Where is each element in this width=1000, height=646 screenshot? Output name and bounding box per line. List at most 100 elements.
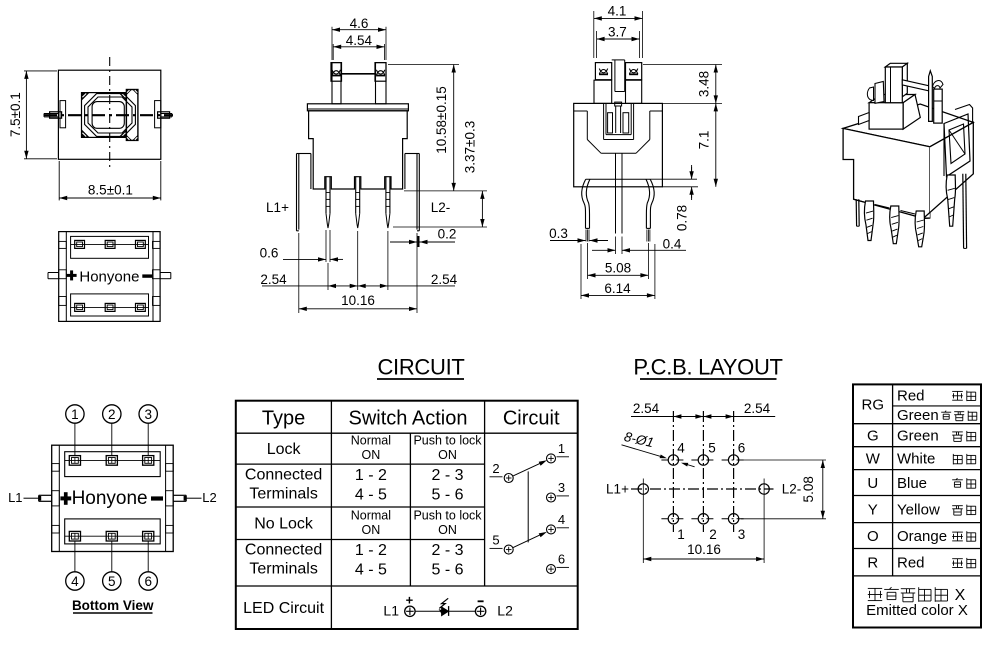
svg-text:Circuit: Circuit (503, 408, 560, 430)
svg-text:Green: Green (897, 407, 939, 424)
svg-text:3: 3 (558, 480, 565, 495)
svg-text:Terminals: Terminals (249, 486, 317, 503)
svg-text:ON: ON (362, 523, 381, 537)
svg-text:2 - 3: 2 - 3 (431, 467, 463, 484)
svg-text:Bottom View: Bottom View (72, 598, 154, 613)
svg-text:5 - 6: 5 - 6 (431, 487, 463, 504)
svg-text:O: O (867, 528, 879, 545)
svg-text:Emitted color X: Emitted color X (866, 602, 968, 619)
svg-text:CIRCUIT: CIRCUIT (377, 355, 464, 380)
svg-text:Blue: Blue (897, 475, 927, 492)
svg-text:White: White (897, 451, 935, 468)
svg-text:L1: L1 (383, 602, 399, 618)
svg-text:5.08: 5.08 (605, 261, 631, 276)
svg-text:0.6: 0.6 (260, 246, 279, 261)
svg-text:U: U (867, 475, 878, 492)
svg-text:L2-: L2- (431, 200, 451, 215)
svg-text:2.54: 2.54 (431, 272, 458, 287)
svg-text:ON: ON (438, 448, 457, 462)
svg-text:Red: Red (897, 555, 925, 572)
svg-text:1: 1 (677, 527, 685, 542)
svg-text:6: 6 (144, 574, 152, 589)
svg-text:10.58±0.15: 10.58±0.15 (434, 86, 449, 153)
svg-text:4.6: 4.6 (350, 16, 369, 31)
svg-text:4: 4 (677, 441, 685, 456)
svg-text:3.37±0.3: 3.37±0.3 (463, 121, 478, 173)
svg-text:L1+: L1+ (606, 482, 629, 497)
svg-text:L1+: L1+ (266, 200, 289, 215)
svg-text:3: 3 (144, 407, 152, 422)
svg-text:Connected: Connected (245, 542, 322, 559)
svg-text:Normal: Normal (351, 509, 391, 523)
svg-text:5 - 6: 5 - 6 (431, 562, 463, 579)
svg-text:L1: L1 (8, 490, 22, 505)
svg-text:Normal: Normal (351, 434, 391, 448)
svg-text:G: G (867, 428, 879, 445)
svg-text:Orange: Orange (897, 528, 947, 545)
svg-text:1: 1 (71, 407, 79, 422)
svg-text:2.54: 2.54 (260, 272, 287, 287)
svg-text:X: X (955, 587, 966, 604)
svg-text:Push to lock: Push to lock (413, 434, 482, 448)
svg-text:Lock: Lock (267, 441, 302, 458)
svg-text:Connected: Connected (245, 467, 322, 484)
svg-text:1 - 2: 1 - 2 (355, 542, 387, 559)
svg-text:Yellow: Yellow (897, 501, 940, 518)
svg-text:Honyone: Honyone (72, 488, 148, 509)
svg-text:5: 5 (108, 574, 116, 589)
svg-text:No Lock: No Lock (254, 516, 314, 533)
svg-text:4.54: 4.54 (346, 33, 373, 48)
svg-text:2: 2 (709, 527, 717, 542)
svg-text:7.1: 7.1 (697, 131, 712, 150)
svg-text:1 - 2: 1 - 2 (355, 467, 387, 484)
svg-text:Switch Action: Switch Action (349, 408, 468, 430)
svg-text:2.54: 2.54 (744, 401, 771, 416)
svg-text:0.3: 0.3 (549, 226, 568, 241)
svg-text:Red: Red (897, 387, 925, 404)
svg-text:Honyone: Honyone (79, 268, 139, 285)
svg-text:L2-: L2- (782, 482, 802, 497)
svg-text:0.2: 0.2 (438, 227, 457, 242)
svg-text:5.08: 5.08 (801, 476, 816, 502)
svg-text:1: 1 (558, 441, 565, 456)
svg-text:ON: ON (362, 448, 381, 462)
svg-text:10.16: 10.16 (341, 293, 375, 308)
svg-text:Terminals: Terminals (249, 561, 317, 578)
svg-text:R: R (867, 555, 878, 572)
svg-text:0.4: 0.4 (663, 237, 682, 252)
svg-text:L2: L2 (202, 490, 216, 505)
svg-text:2 - 3: 2 - 3 (431, 542, 463, 559)
svg-text:ON: ON (438, 523, 457, 537)
svg-text:P.C.B. LAYOUT: P.C.B. LAYOUT (633, 355, 782, 380)
svg-text:4: 4 (71, 574, 79, 589)
svg-text:5: 5 (492, 533, 499, 548)
svg-text:8.5±0.1: 8.5±0.1 (88, 183, 133, 198)
svg-text:10.16: 10.16 (687, 542, 721, 557)
svg-text:6.14: 6.14 (604, 281, 631, 296)
svg-text:5: 5 (708, 441, 716, 456)
svg-text:4: 4 (558, 512, 565, 527)
svg-text:L2: L2 (497, 602, 513, 618)
svg-text:W: W (866, 451, 881, 468)
svg-text:6: 6 (558, 552, 565, 567)
svg-text:7.5±0.1: 7.5±0.1 (8, 92, 23, 137)
svg-text:3: 3 (738, 527, 746, 542)
svg-text:Green: Green (897, 428, 939, 445)
svg-text:2.54: 2.54 (633, 401, 660, 416)
svg-text:0.78: 0.78 (675, 205, 690, 231)
svg-text:Push to lock: Push to lock (413, 509, 482, 523)
svg-text:3.7: 3.7 (608, 25, 627, 40)
svg-text:2: 2 (492, 461, 499, 476)
svg-text:4 - 5: 4 - 5 (355, 487, 387, 504)
svg-text:LED Circuit: LED Circuit (243, 600, 324, 617)
svg-text:2: 2 (108, 407, 116, 422)
svg-text:Y: Y (868, 501, 878, 518)
svg-text:4 - 5: 4 - 5 (355, 562, 387, 579)
svg-text:Type: Type (262, 408, 305, 430)
svg-text:3.48: 3.48 (697, 71, 712, 97)
svg-text:6: 6 (738, 441, 746, 456)
svg-text:RG: RG (862, 396, 885, 413)
svg-text:4.1: 4.1 (608, 4, 627, 19)
svg-text:+: + (406, 593, 414, 608)
svg-text:8-Ø1: 8-Ø1 (623, 429, 656, 450)
